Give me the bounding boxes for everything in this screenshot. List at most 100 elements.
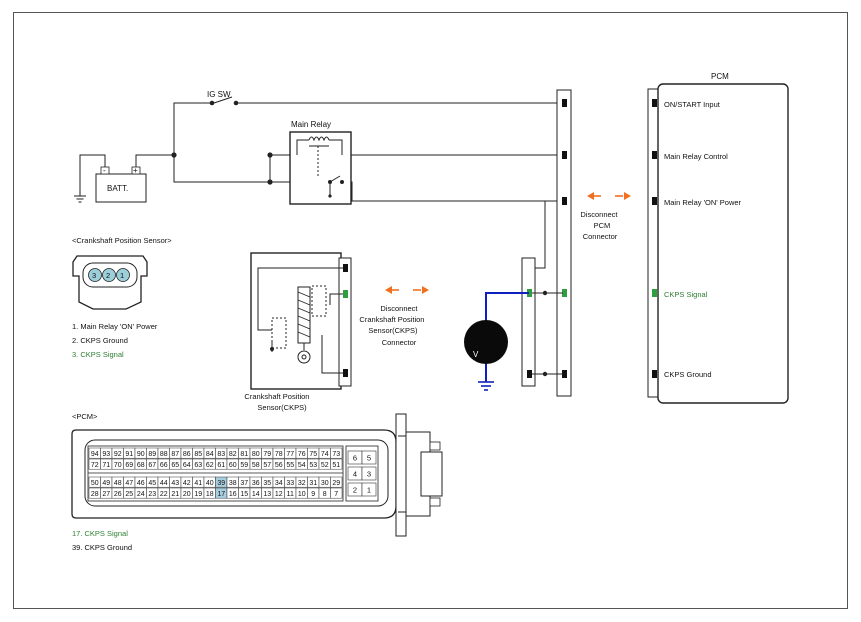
ig-sw-terminal-a [209, 100, 215, 106]
pcm-connector-pin-number: 86 [183, 451, 191, 458]
pcm-connector-pin-number: 39 [217, 480, 225, 487]
pcm-connector-pin-number: 42 [183, 480, 191, 487]
pcm-connector-pin-number: 10 [298, 491, 306, 498]
pcm-connector-pin-number: 51 [332, 462, 340, 469]
disconnect-pcm-label: Disconnect PCM Connector [580, 210, 619, 241]
pcm-connector-pin-number: 18 [206, 491, 214, 498]
pcm-connector-pin-number: 58 [252, 462, 260, 469]
pcm-connector-pin-number: 36 [252, 480, 260, 487]
pcm-connector-pin-number: 38 [229, 480, 237, 487]
main-relay: Main Relay [289, 120, 352, 205]
pcm-connector-pin-number: 15 [240, 491, 248, 498]
pcm-connector-pin-number: 62 [206, 462, 214, 469]
pcm-connector-pin-number: 88 [160, 451, 168, 458]
main-relay-label: Main Relay [291, 120, 331, 129]
junction-dot [171, 152, 177, 158]
battery: - + BATT. [95, 166, 147, 203]
pcm-connector-pin-number: 64 [183, 462, 191, 469]
voltmeter-ground-icon [478, 381, 494, 391]
voltmeter-probe-wire [485, 292, 529, 322]
pcm-connector-pin-number: 79 [263, 451, 271, 458]
disconnect-pcm-arrow-icon [587, 192, 631, 200]
pcm-connector-pin-number: 14 [252, 491, 260, 498]
junction-dot [542, 371, 548, 377]
voltmeter-label: V [473, 350, 479, 359]
ckps-sensor [250, 252, 352, 390]
pcm-pin-label: Main Relay 'ON' Power [664, 198, 742, 207]
pcm-connector-pin-number: 67 [148, 462, 156, 469]
pcm-connector-pin-number: 78 [275, 451, 283, 458]
pcm-connector-pin-number: 8 [323, 491, 327, 498]
pcm-pin-label: CKPS Ground [664, 370, 712, 379]
pcm-connector-pin-number: 19 [194, 491, 202, 498]
pcm-connector-pin-number: 41 [194, 480, 202, 487]
pcm-connector-pin-number: 69 [125, 462, 133, 469]
disconnect-ckps-line: Sensor(CKPS) [368, 326, 418, 335]
pcm-connector-pin-number: 23 [148, 491, 156, 498]
pcm-connector-pin-cell [330, 476, 343, 488]
junction-dot [267, 179, 273, 185]
ig-sw-label: IG SW [207, 90, 231, 99]
pcm-connector-pin-number: 37 [240, 480, 248, 487]
pcm-connector-pin-number: 13 [263, 491, 271, 498]
pcm-connector-pin-number: 48 [114, 480, 122, 487]
battery-plus: + [133, 166, 138, 175]
pcm-connector-pin-number: 20 [183, 491, 191, 498]
pcm-connector-pin-number: 87 [171, 451, 179, 458]
crank-pin-legend-item: 2. CKPS Ground [72, 336, 128, 345]
pcm-connector-pin-cell [361, 482, 377, 497]
pcm-connector-pin-number: 90 [137, 451, 145, 458]
battery-minus: - [103, 166, 106, 175]
pcm-pin-label: Main Relay Control [664, 152, 728, 161]
pcm-connector-pin-number: 17 [217, 491, 225, 498]
pcm-connector-pin-number: 60 [229, 462, 237, 469]
disconnect-ckps-line: Connector [382, 338, 417, 347]
pcm-connector-pin-number: 26 [114, 491, 122, 498]
ckps-sensor-title-line: Crankshaft Position [244, 392, 309, 401]
pcm-connector-pin-number: 71 [102, 462, 110, 469]
breakout-connector [521, 257, 563, 387]
pcm-connector-pin-number: 89 [148, 451, 156, 458]
crank-connector-pin-number: 1 [120, 271, 124, 280]
pcm-connector-pin-number: 11 [287, 491, 294, 498]
pcm-connector-pin-number: 22 [160, 491, 168, 498]
pcm-connector-pin-number: 72 [91, 462, 99, 469]
crank-connector-pin-number: 2 [106, 271, 110, 280]
pcm-connector-pin-number: 45 [148, 480, 156, 487]
pcm-connector-pin-number: 34 [275, 480, 283, 487]
pcm-connector-pin-number: 5 [367, 454, 371, 463]
pcm-connector-pin-cell [361, 450, 377, 465]
pcm-connector-pin-number: 74 [321, 451, 329, 458]
pcm-connector-pin-number: 28 [91, 491, 99, 498]
pcm-connector-pin-number: 82 [229, 451, 237, 458]
pcm-pin-legend-item: 17. CKPS Signal [72, 529, 128, 538]
pcm-connector-pin-number: 43 [171, 480, 179, 487]
pcm-connector-pin-number: 53 [309, 462, 317, 469]
battery-label: BATT. [107, 184, 128, 193]
pcm-connector-pin-number: 4 [353, 470, 357, 479]
pcm-pin-label: ON/START Input [664, 100, 721, 109]
pcm-connector-pin-number: 93 [102, 451, 110, 458]
pcm-connector-pin-number: 54 [298, 462, 306, 469]
crank-pin-legend-item: 1. Main Relay 'ON' Power [72, 322, 158, 331]
voltmeter-icon [464, 320, 508, 364]
pcm-connector-pin-number: 12 [275, 491, 283, 498]
pcm-connector-pin-number: 2 [353, 486, 357, 495]
pcm-connector-pin-number: 66 [160, 462, 168, 469]
pcm-connector-pin-number: 76 [298, 451, 306, 458]
ig-sw-terminal-b [233, 100, 239, 106]
pcm-connector-pin-number: 21 [171, 491, 179, 498]
pcm-harness-connector [556, 89, 572, 397]
pcm-connector-pin-number: 81 [240, 451, 248, 458]
pcm-title: PCM [711, 72, 729, 81]
pcm-connector-pin-number: 59 [240, 462, 248, 469]
crank-connector-title: <Crankshaft Position Sensor> [72, 236, 172, 245]
pcm-connector-pin-number: 92 [114, 451, 122, 458]
pcm-connector-pin-cell [330, 447, 343, 459]
pcm-connector-pin-number: 3 [367, 470, 371, 479]
pcm-connector-pin-cell [330, 487, 343, 499]
pcm-connector-pin-number: 55 [286, 462, 294, 469]
pcm-connector-pin-number: 31 [309, 480, 317, 487]
pcm-connector-pin-number: 29 [332, 480, 340, 487]
